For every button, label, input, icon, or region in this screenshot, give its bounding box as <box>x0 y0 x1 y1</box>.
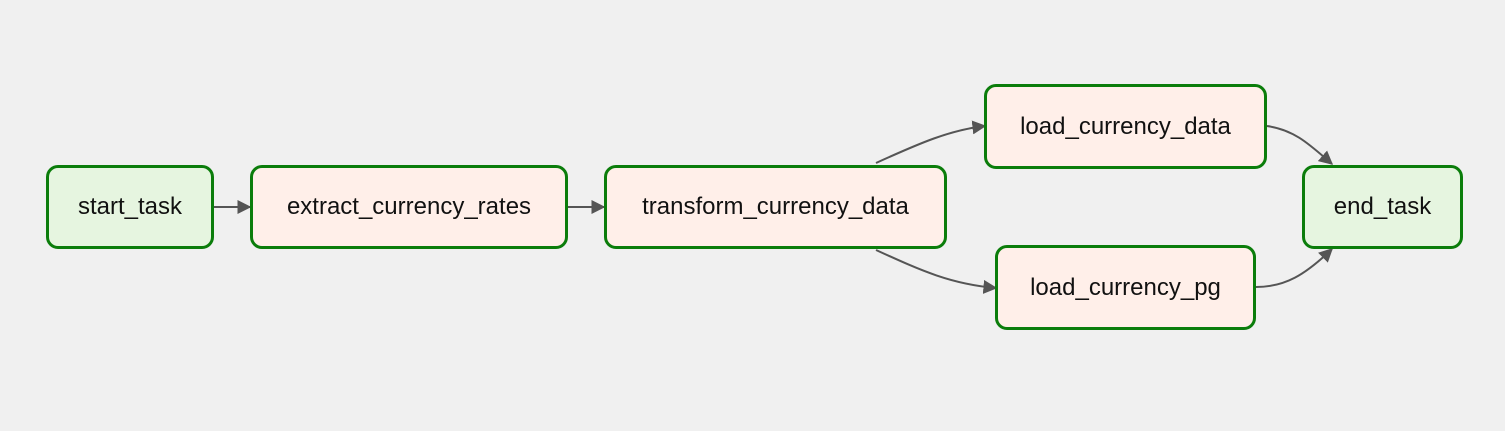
task-label: start_task <box>77 193 183 220</box>
task-node-end-task[interactable]: end_task <box>1302 165 1463 249</box>
edge-load-pg-to-end <box>1255 248 1334 288</box>
task-node-load-currency-pg[interactable]: load_currency_pg <box>995 245 1256 330</box>
task-node-transform-currency-data[interactable]: transform_currency_data <box>604 165 947 249</box>
task-label: transform_currency_data <box>642 193 909 220</box>
edge-load-data-to-end <box>1266 125 1334 165</box>
edge-transform-to-load-data <box>875 120 987 164</box>
task-label: load_currency_data <box>1020 112 1231 140</box>
task-node-load-currency-data[interactable]: load_currency_data <box>984 84 1267 169</box>
task-node-start-task[interactable]: start_task <box>46 165 214 249</box>
task-label: end_task <box>1333 193 1432 220</box>
task-label: load_currency_pg <box>1030 273 1221 301</box>
edge-transform-to-load-pg <box>875 249 998 294</box>
task-node-extract-currency-rates[interactable]: extract_currency_rates <box>250 165 568 249</box>
task-label: extract_currency_rates <box>286 193 532 220</box>
